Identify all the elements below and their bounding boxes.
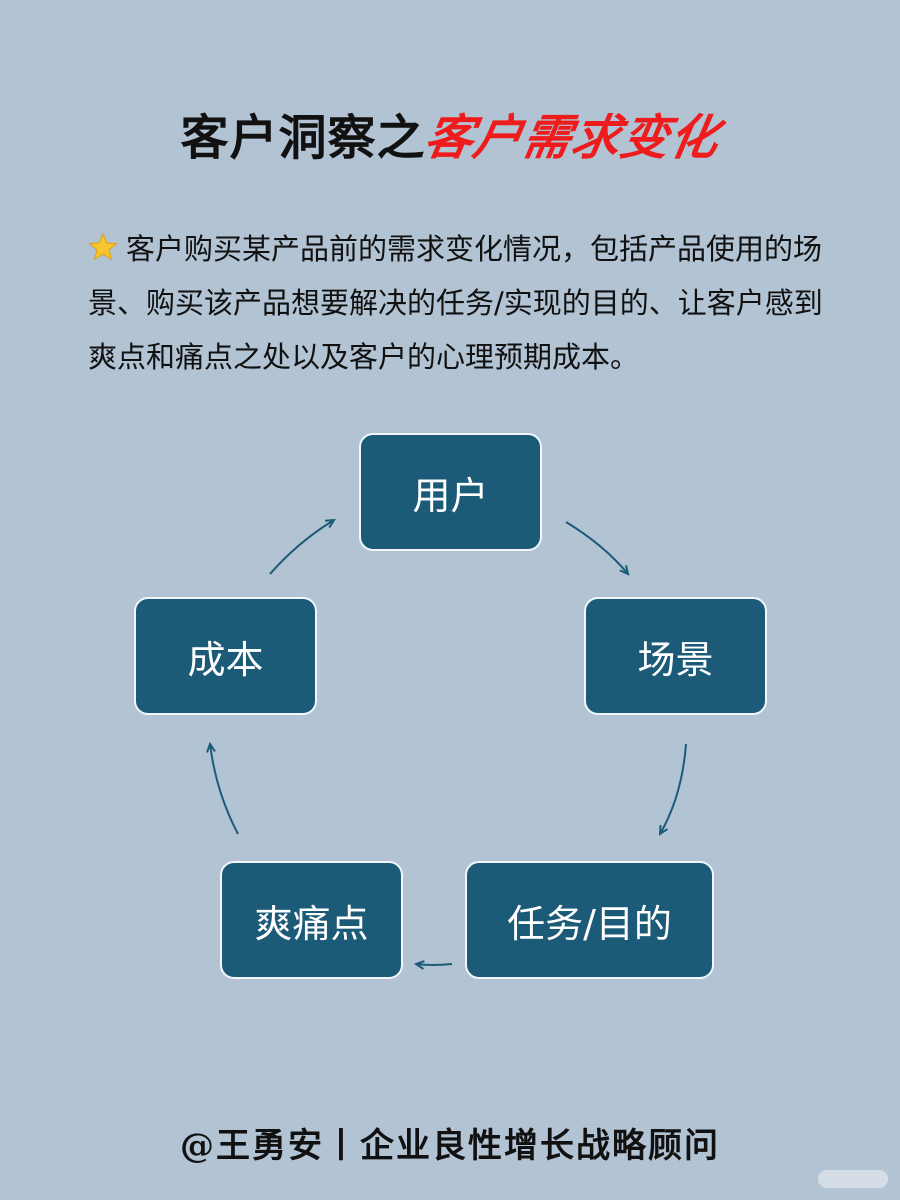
node-cost: 成本: [134, 597, 317, 715]
node-scene: 场景: [584, 597, 767, 715]
node-pain: 爽痛点: [220, 861, 403, 979]
title-prefix: 客户洞察之: [180, 110, 426, 166]
arrow-scene-to-task: [658, 743, 687, 836]
intro-text: 客户购买某产品前的需求变化情况，包括产品使用的场景、购买该产品想要解决的任务/实…: [88, 232, 823, 374]
node-user: 用户: [359, 433, 542, 551]
arrow-user-to-scene: [565, 521, 630, 576]
arrow-pain-to-cost: [206, 741, 239, 835]
watermark-badge: [818, 1170, 888, 1188]
star-icon: [88, 225, 118, 261]
intro-paragraph: 客户购买某产品前的需求变化情况，包括产品使用的场景、购买该产品想要解决的任务/实…: [88, 222, 828, 384]
arrow-cost-to-user: [269, 518, 336, 575]
page-title: 客户洞察之客户需求变化: [0, 98, 900, 168]
footer-signature: @王勇安丨企业良性增长战略顾问: [180, 1126, 720, 1166]
node-task: 任务/目的: [465, 861, 714, 979]
arrow-task-to-pain: [413, 960, 453, 970]
